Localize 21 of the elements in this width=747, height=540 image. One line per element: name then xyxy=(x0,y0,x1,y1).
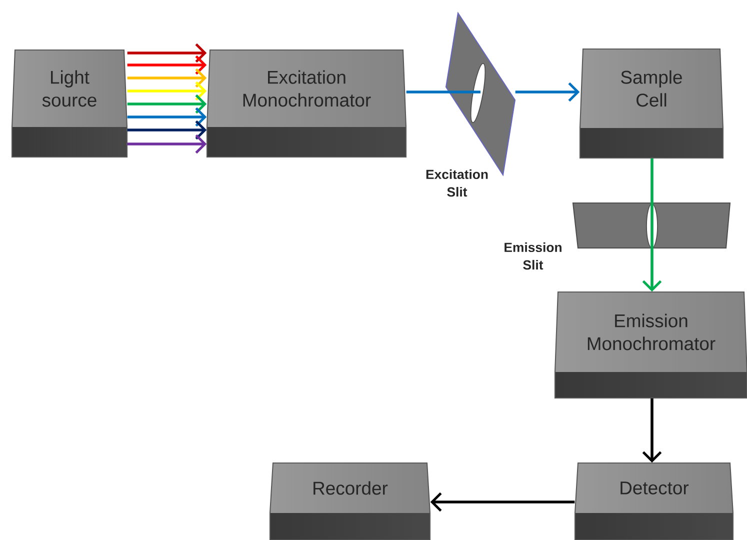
arrow xyxy=(430,492,575,512)
arrow xyxy=(127,55,207,75)
arrow xyxy=(127,134,207,154)
arrow xyxy=(127,94,207,114)
arrow xyxy=(127,81,207,101)
instrument-block: Emission Monochromator xyxy=(554,291,747,399)
arrow xyxy=(127,43,207,63)
instrument-block: Light source xyxy=(11,49,128,158)
slit: Emission Slit xyxy=(504,202,731,270)
instrument-block: Recorder xyxy=(269,462,431,540)
arrow xyxy=(642,398,662,463)
arrow xyxy=(127,68,207,88)
instrument-block: Detector xyxy=(574,462,734,540)
instrument-block: Excitation Monochromator xyxy=(206,49,407,158)
arrow xyxy=(642,226,662,292)
arrow xyxy=(127,120,207,140)
instrument-block: Sample Cell xyxy=(579,48,724,159)
arrow xyxy=(127,107,207,127)
node-label: Slit xyxy=(447,186,468,197)
arrow xyxy=(515,82,580,102)
node-label: Emission Slit xyxy=(504,242,562,270)
